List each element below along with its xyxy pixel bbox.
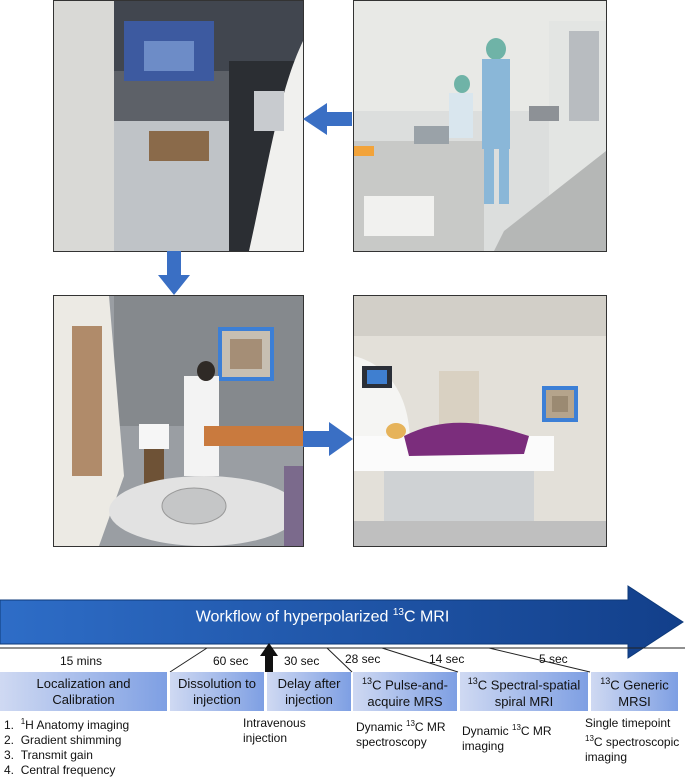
list-item: 3. Transmit gain — [4, 748, 93, 762]
arrow-right — [303, 422, 353, 456]
photo-operators-lab — [353, 0, 607, 252]
list-item: 1. 1H Anatomy imaging — [4, 717, 130, 732]
duration-localization: 15 mins — [60, 654, 103, 668]
stage-pulse-acquire-mrs: 13C Pulse-and-acquire MRS — [353, 672, 457, 711]
duration-spectral-spatial: 14 sec — [429, 652, 465, 666]
duration-pulse-acquire: 28 sec — [345, 652, 381, 666]
injection-arrow — [260, 643, 278, 672]
photo-dissolution-station — [53, 295, 304, 547]
localization-steps-list: 1. 1H Anatomy imaging 2. Gradient shimmi… — [4, 714, 129, 778]
photo-mri-scanner-room — [353, 295, 607, 547]
duration-delay: 30 sec — [284, 654, 320, 668]
list-item: 4. Central frequency — [4, 763, 116, 777]
list-item: 2. Gradient shimming — [4, 733, 122, 747]
workflow-banner-title: Workflow of hyperpolarized 13C MRI — [195, 607, 450, 626]
photo-polarizer-interior — [53, 0, 304, 252]
arrow-down — [158, 251, 190, 295]
duration-dissolution: 60 sec — [213, 654, 249, 668]
duration-generic-mrsi: 5 sec — [539, 652, 568, 666]
arrow-left — [303, 103, 352, 135]
